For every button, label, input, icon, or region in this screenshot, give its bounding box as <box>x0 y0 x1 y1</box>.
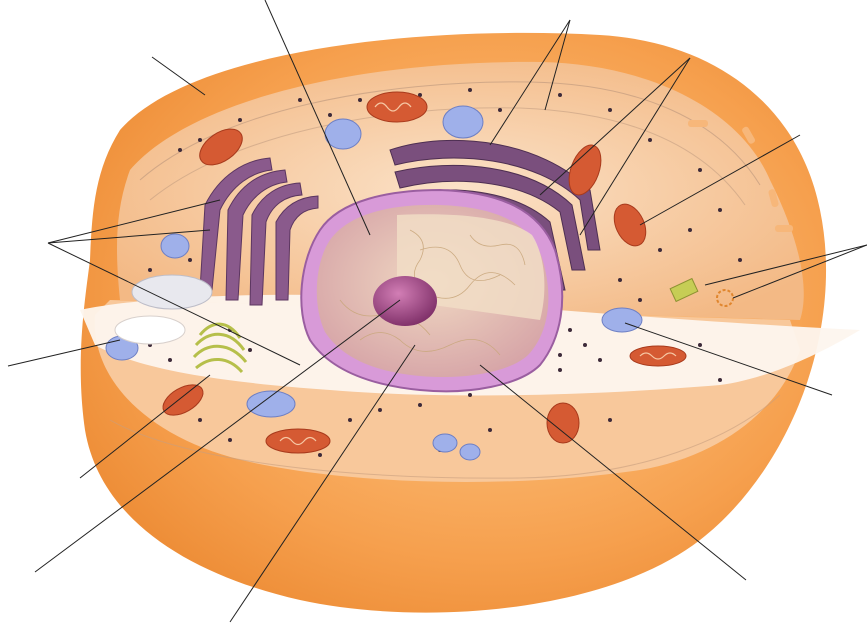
lysosome <box>602 308 642 332</box>
lysosome <box>443 106 483 138</box>
mitochondrion <box>630 346 686 366</box>
mitochondrion <box>266 429 330 453</box>
lysosome <box>433 434 457 452</box>
vacuole-inner <box>115 316 185 344</box>
mitochondrion <box>367 92 427 122</box>
nucleolus <box>373 276 437 326</box>
lysosome <box>325 119 361 149</box>
lysosome <box>460 444 480 460</box>
lysosome <box>247 391 295 417</box>
lysosome <box>161 234 189 258</box>
vacuole <box>132 275 212 309</box>
nucleus <box>301 190 562 391</box>
